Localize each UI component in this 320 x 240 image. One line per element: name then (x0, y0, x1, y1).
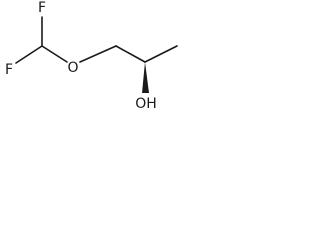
bond-chf2-o (41, 45, 68, 63)
molecule-structure: F F O OH (5, 0, 178, 112)
atom-labels: F F O OH (5, 0, 157, 112)
atom-fluorine-left: F (5, 62, 13, 78)
bonds (15, 16, 178, 93)
wedge-bond-c-oh (142, 62, 149, 93)
atom-fluorine-top: F (38, 0, 46, 16)
bond-fleft-chf2 (15, 45, 43, 64)
bond-cchiral-ch3 (144, 45, 178, 63)
atom-hydroxyl: OH (135, 96, 157, 112)
bond-ch2-cchiral (115, 45, 146, 63)
bond-o-ch2 (79, 45, 117, 63)
atom-ether-oxygen: O (67, 60, 78, 76)
